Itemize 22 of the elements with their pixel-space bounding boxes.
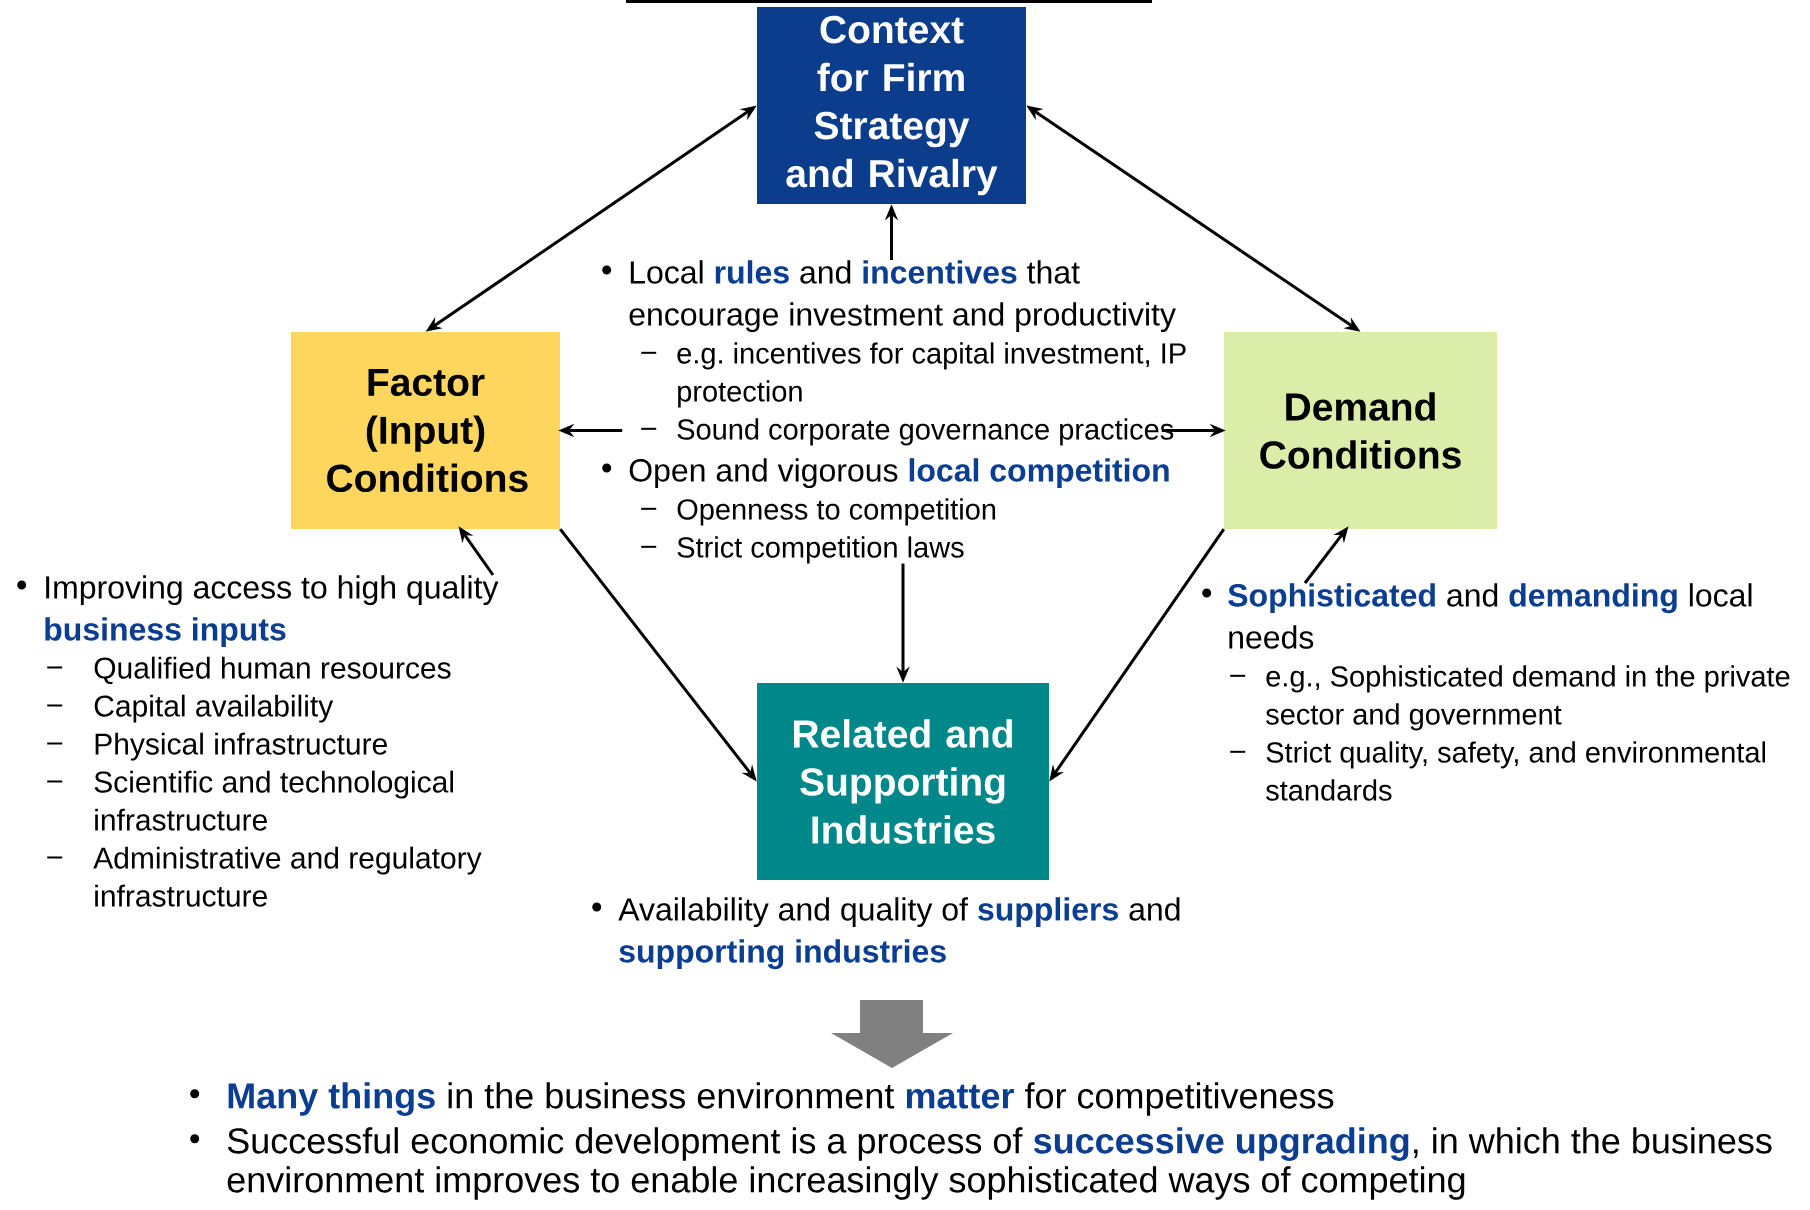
list-item: Capital availability xyxy=(94,694,334,723)
list-item: Sophisticated and demanding local needs xyxy=(1228,583,1752,649)
list-item: Openness to competition xyxy=(677,498,996,526)
list-item: e.g., Sophisticated demand in the private sector and government xyxy=(1266,665,1790,731)
list-item: Local rules and incentives that encourage investment and productivity xyxy=(629,260,1176,332)
list-item: Successful economic development is a process of successive upgrading, in which the business environment improves to enable increasingly sophisticated ways of competing xyxy=(227,1127,1772,1200)
list-item: Physical infrastructure xyxy=(95,732,387,761)
list-item: Scientific and technological infrastructure xyxy=(94,770,453,831)
factor-box: Factor (Input) Conditions xyxy=(291,332,560,529)
list-item: Strict competition laws xyxy=(677,536,964,564)
list-item: Sound corporate governance practices xyxy=(677,418,1174,446)
rivalry-box: Context for Firm Strategy and Rivalry xyxy=(757,7,1026,204)
list-item: e.g. incentives for capital investment, IP protection xyxy=(677,342,1186,408)
demand-box: Demand Conditions xyxy=(1224,332,1497,529)
list-item: Open and vigorous local competition xyxy=(629,458,1169,488)
list-item: Administrative and regulatory infrastructure xyxy=(93,846,482,907)
industries-box: Related and Supporting Industries xyxy=(757,683,1049,880)
list-item: Strict quality, safety, and environmental standards xyxy=(1266,741,1765,801)
list-item: Many things in the business environment matter for competitiveness xyxy=(228,1082,1334,1116)
list-item: Availability and quality of suppliers and supporting industries xyxy=(618,897,1180,970)
list-item: Qualified human resources xyxy=(94,656,451,685)
list-item: Improving access to high quality business inputs xyxy=(45,575,499,647)
